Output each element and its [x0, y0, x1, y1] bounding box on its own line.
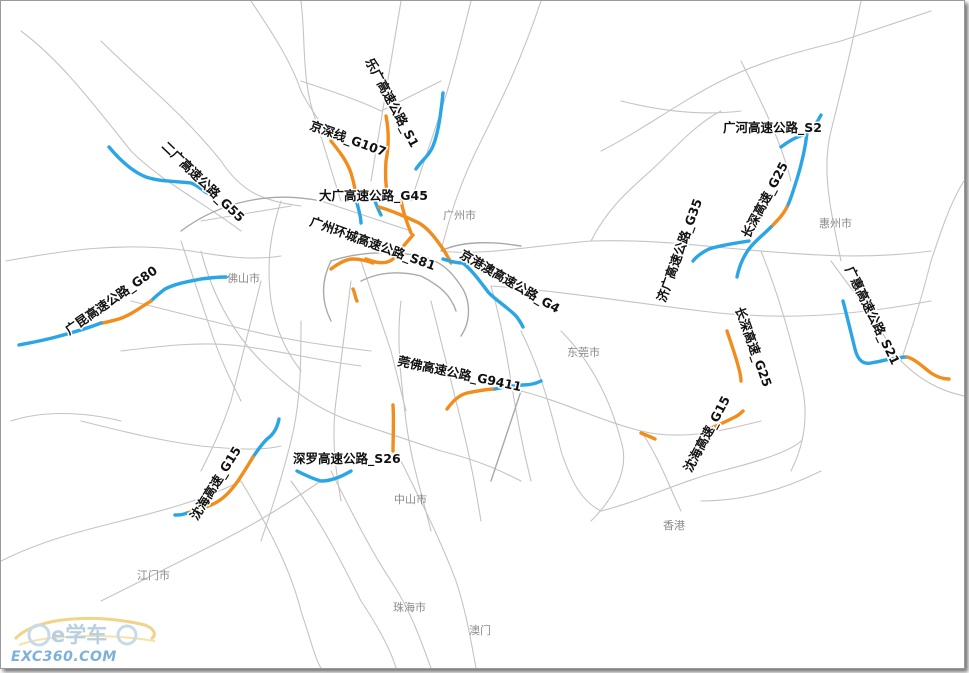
label-g80: 广昆高速公路_G80 — [62, 263, 161, 339]
segment-g45-congested3 — [364, 233, 415, 265]
watermark: e学车 EXC360.COM — [5, 605, 165, 668]
segment-g107-congested — [329, 139, 359, 205]
label-g25b: 长深高速_G25 — [731, 305, 775, 389]
label-g4: 京港澳高速公路_G4 — [457, 247, 563, 317]
segment-g80-slow — [149, 277, 203, 303]
label-g25a: 长深高速_G25 — [738, 159, 792, 241]
label-s26: 深罗高速公路_S26 — [293, 451, 401, 467]
segment-s1-slow — [414, 91, 445, 171]
segment-g15a-congested — [185, 455, 255, 515]
city-dongguan: 东莞市 — [567, 345, 600, 359]
segment-s1-congested — [383, 114, 391, 203]
segment-g9411-congested — [445, 387, 497, 411]
segment-g80-congested — [99, 299, 153, 325]
city-zhongshan: 中山市 — [394, 492, 427, 506]
segment-g25b-congested — [725, 329, 743, 383]
label-s2: 广河高速公路_S2 — [723, 120, 822, 136]
label-g45: 大广高速公路_G45 — [319, 188, 428, 204]
segment-g15a-slow2 — [173, 511, 189, 517]
label-g15b: 沈海高速_G15 — [680, 393, 734, 475]
highway-labels: 乐广高速公路_S1 京深线_G107 二广高速公路_G55 大广高速公路_G45… — [61, 54, 905, 525]
segment-g25a-slow2 — [735, 225, 773, 279]
segment-g80-slow3 — [199, 275, 228, 281]
segment-s2-slow — [779, 113, 823, 149]
label-s1: 乐广高速公路_S1 — [361, 55, 422, 150]
segment-g25b-congested2 — [707, 409, 745, 431]
segment-s81-congested — [329, 257, 375, 271]
city-hongkong: 香港 — [663, 519, 685, 532]
label-g35: 济广高速公路_G35 — [654, 197, 706, 305]
city-huizhou: 惠州市 — [819, 216, 852, 230]
segment-s81-slow — [441, 257, 465, 265]
segment-g35-slow — [691, 239, 751, 263]
segment-g45-congested2 — [399, 199, 413, 235]
label-g9411: 莞佛高速公路_G9411 — [395, 353, 523, 395]
segment-g80-slow2 — [17, 321, 103, 347]
car-logo-icon — [13, 616, 156, 647]
city-zhuhai: 珠海市 — [393, 600, 426, 614]
label-g107: 京深线_G107 — [308, 118, 389, 160]
city-aomen: 澳门 — [469, 623, 491, 637]
watermark-brand: e学车 — [51, 623, 108, 647]
city-foshan: 佛山市 — [227, 271, 260, 285]
segment-g4-slow — [461, 261, 525, 329]
segment-s21-slow — [841, 299, 909, 365]
city-labels: 广州市 佛山市 惠州市 东莞市 中山市 江门市 珠海市 澳门 香港 — [137, 208, 852, 637]
segment-g15b-congested — [639, 431, 657, 441]
city-jiangmen: 江门市 — [137, 568, 170, 582]
segment-g9411-slow — [493, 379, 543, 391]
segment-g25a-congested — [769, 205, 789, 229]
segment-g107-slow2 — [373, 199, 383, 217]
main-road-network — [180, 196, 522, 482]
segment-s26-slow — [295, 469, 353, 483]
city-guangzhou: 广州市 — [443, 208, 476, 222]
segment-g45-congested — [377, 205, 453, 265]
segment-g55-slow — [107, 145, 209, 195]
watermark-site: EXC360.COM — [11, 649, 117, 665]
segment-s21-congested — [905, 355, 951, 381]
segment-g107-slow — [355, 201, 363, 225]
traffic-segments — [17, 91, 951, 517]
label-s21: 广惠高速公路_S21 — [841, 264, 903, 368]
segment-g25a-slow — [785, 131, 809, 209]
segment-s81-congested2 — [351, 287, 359, 303]
segment-g15a-slow — [251, 417, 281, 459]
